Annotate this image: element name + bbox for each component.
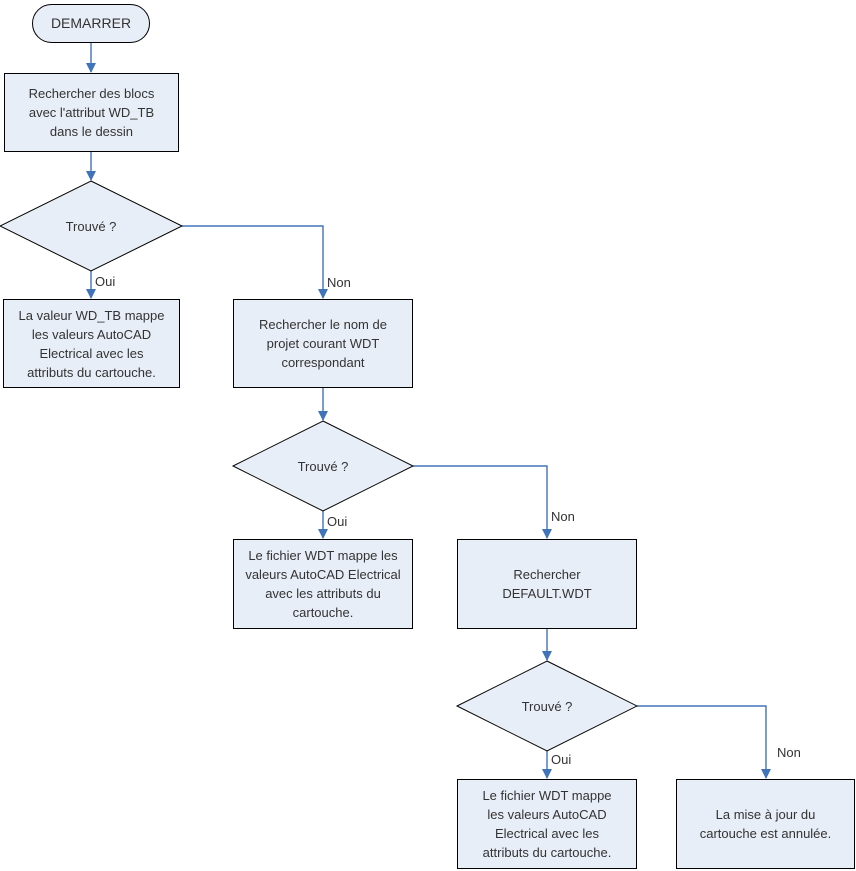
edge-label-non-2: Non xyxy=(551,509,575,524)
decision-1-diamond xyxy=(0,180,184,272)
edge-label-non-1: Non xyxy=(327,275,351,290)
start-node: DEMARRER xyxy=(32,4,150,43)
process-map-wdt-file-b: Le fichier WDT mappe les valeurs AutoCAD… xyxy=(457,779,637,869)
process-search-blocks: Rechercher des blocs avec l'attribut WD_… xyxy=(4,73,179,152)
process-map-wdtb-value: La valeur WD_TB mappe les valeurs AutoCA… xyxy=(3,299,180,388)
decision-shape-group xyxy=(0,180,639,752)
process-search-project-wdt: Rechercher le nom de projet courant WDT … xyxy=(233,299,413,388)
connector-decision-2-non xyxy=(413,465,552,539)
edge-label-oui-1: Oui xyxy=(95,274,116,289)
edge-label-non-3: Non xyxy=(777,745,801,760)
connector-group xyxy=(86,43,771,779)
decision-3-diamond xyxy=(455,660,639,752)
decision-2-diamond xyxy=(231,420,415,512)
process-map-wdt-file-a: Le fichier WDT mappe les valeurs AutoCAD… xyxy=(233,539,413,629)
process-search-default-wdt: Rechercher DEFAULT.WDT xyxy=(457,539,637,629)
edge-label-oui-3: Oui xyxy=(551,752,572,767)
connector-decision-1-non xyxy=(182,225,328,299)
connector-decision-3-non xyxy=(637,705,771,779)
edge-label-oui-2: Oui xyxy=(327,514,348,529)
process-update-cancelled: La mise à jour du cartouche est annulée. xyxy=(676,779,855,869)
